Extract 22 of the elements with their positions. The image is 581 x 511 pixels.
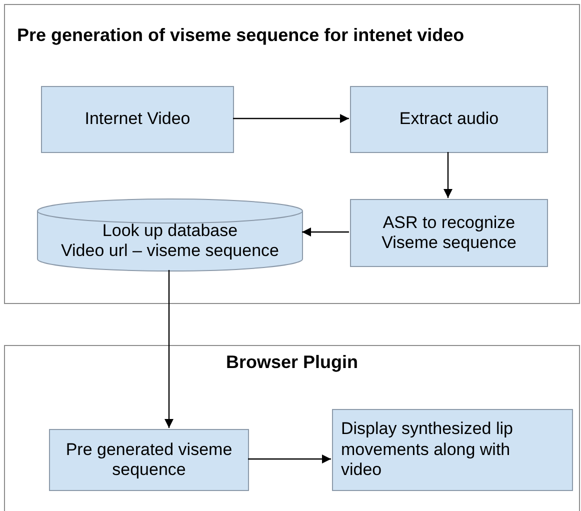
process-box: [49, 429, 249, 491]
node-label: Look up database: [102, 220, 238, 241]
database-cylinder: [37, 199, 303, 271]
node-label: Extract audio: [399, 109, 499, 130]
group-title: Pre generation of viseme sequence for intenet video: [17, 25, 464, 45]
group-panel: [4, 4, 580, 304]
arrow: [302, 228, 349, 236]
node-label: Video url – viseme sequence: [61, 241, 279, 262]
arrow: [248, 454, 331, 464]
process-box: [332, 409, 573, 491]
node-label: Internet Video: [84, 109, 190, 130]
node-label: Display synthesized lip movements along with video: [341, 419, 514, 481]
arrow: [164, 270, 174, 428]
process-box: [41, 86, 234, 153]
process-box: [350, 86, 548, 153]
node-label: Pre generated viseme sequence: [64, 440, 234, 480]
node-label: ASR to recognize Viseme sequence: [380, 212, 518, 254]
arrow: [233, 114, 349, 123]
group-title: Browser Plugin: [226, 352, 358, 372]
group-panel: [4, 345, 580, 511]
arrow: [444, 152, 452, 198]
process-box: [350, 199, 548, 267]
